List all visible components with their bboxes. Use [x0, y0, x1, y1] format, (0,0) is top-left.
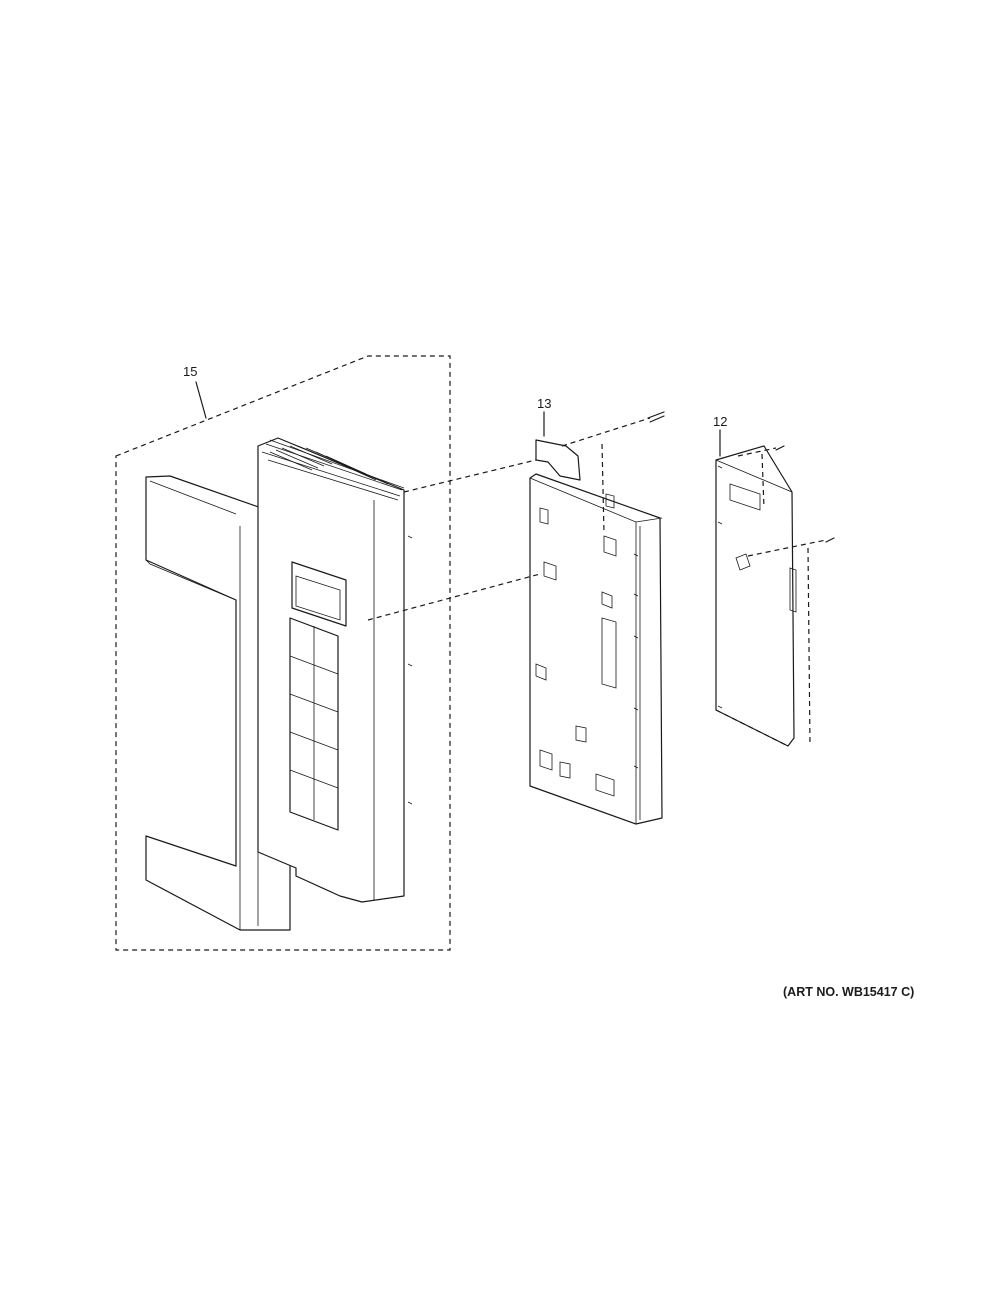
- control-board: [715, 445, 797, 747]
- callout-12: 12: [713, 414, 727, 429]
- screw-icon: [647, 411, 835, 543]
- leader-15: [195, 381, 207, 419]
- art-number: (ART NO. WB15417 C): [783, 985, 915, 999]
- callout-13: 13: [537, 396, 551, 411]
- callout-15: 15: [183, 364, 197, 379]
- keypad: [289, 617, 339, 831]
- display-window: [291, 561, 347, 627]
- panel-trim: [145, 475, 291, 931]
- control-panel-assembly: [115, 355, 451, 951]
- assembly-boundary: [115, 355, 451, 951]
- alignment-lines: [367, 417, 827, 747]
- control-board-bracket: [529, 439, 663, 825]
